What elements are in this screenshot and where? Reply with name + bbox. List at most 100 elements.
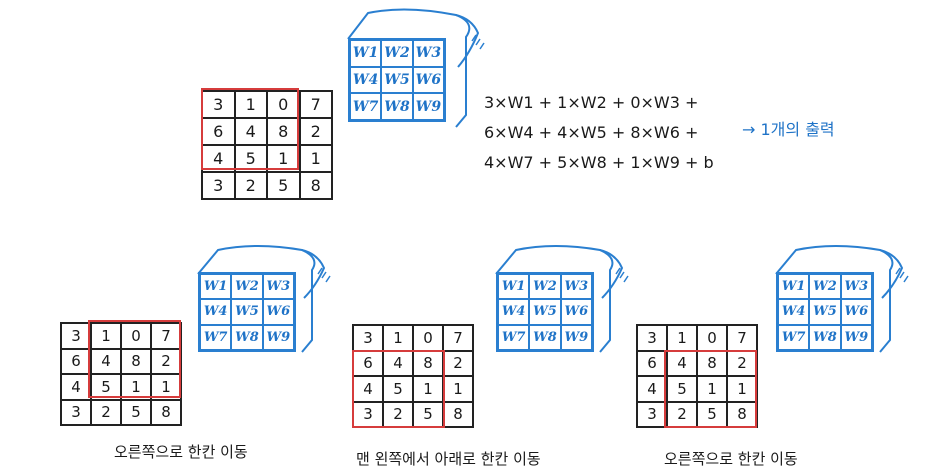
kernel-weight-8: W8 <box>231 324 263 350</box>
matrix-cell-r1c4: 7 <box>151 323 181 349</box>
matrix-cell-r2c4: 2 <box>443 350 473 376</box>
matrix-cell-r1c3: 0 <box>267 91 300 118</box>
matrix-cell-r3c3: 1 <box>413 376 443 402</box>
matrix-cell-r1c1: 3 <box>353 325 383 351</box>
matrix-cell-r1c2: 1 <box>383 325 413 351</box>
kernel-weight-2: W2 <box>381 40 413 67</box>
matrix-cell-r2c2: 4 <box>667 350 697 376</box>
output-note: → 1개의 출력 <box>742 120 835 139</box>
kernel-weight-4: W4 <box>350 66 382 94</box>
kernel-weight-3: W3 <box>560 274 592 300</box>
matrix-cell-r3c4: 1 <box>727 376 757 402</box>
matrix-cell-r1c1: 3 <box>61 323 91 349</box>
kernel-weight-1: W1 <box>350 40 382 67</box>
kernel-weight-3: W3 <box>262 274 294 300</box>
matrix-cell-r2c4: 2 <box>151 348 181 374</box>
kernel-weight-8: W8 <box>809 324 841 350</box>
matrix-cell-r1c1: 3 <box>202 91 235 118</box>
kernel-weight-4: W4 <box>778 299 810 325</box>
kernel-weight-7: W7 <box>200 324 232 350</box>
kernel-weight-4: W4 <box>200 299 232 325</box>
matrix-cell-r4c2: 2 <box>383 401 413 427</box>
matrix-cell-r2c3: 8 <box>413 350 443 376</box>
caption-step-3: 오른쪽으로 한칸 이동 <box>664 450 798 468</box>
kernel-weight-3: W3 <box>412 40 444 67</box>
matrix-cell-r1c4: 7 <box>727 325 757 351</box>
kernel-weight-2: W2 <box>809 274 841 300</box>
matrix-cell-r2c1: 6 <box>202 118 235 145</box>
matrix-cell-r4c3: 5 <box>413 401 443 427</box>
matrix-cell-r1c3: 0 <box>121 323 151 349</box>
matrix-cell-r3c2: 5 <box>383 376 413 402</box>
matrix-cell-r1c4: 7 <box>299 91 332 118</box>
kernel-weight-7: W7 <box>350 93 382 120</box>
kernel-3d-outline-step-3 <box>775 245 909 353</box>
kernel-weight-5: W5 <box>809 299 841 325</box>
matrix-cell-r3c2: 5 <box>667 376 697 402</box>
matrix-cell-r4c3: 5 <box>121 399 151 425</box>
kernel-weight-6: W6 <box>412 66 444 94</box>
matrix-cell-r3c1: 4 <box>353 376 383 402</box>
matrix-cell-r4c4: 8 <box>299 172 332 199</box>
matrix-cell-r4c3: 5 <box>697 401 727 427</box>
matrix-cell-r4c1: 3 <box>61 399 91 425</box>
matrix-cell-r4c2: 2 <box>667 401 697 427</box>
matrix-cell-r3c3: 1 <box>121 374 151 400</box>
formula-line-2: 6×W4 + 4×W5 + 8×W6 + <box>484 123 699 142</box>
kernel-weight-6: W6 <box>560 299 592 325</box>
kernel-weight-6: W6 <box>840 299 872 325</box>
matrix-cell-r4c2: 2 <box>91 399 121 425</box>
kernel-weight-5: W5 <box>381 66 413 94</box>
matrix-cell-r4c1: 3 <box>637 401 667 427</box>
matrix-cell-r3c1: 4 <box>61 374 91 400</box>
kernel-weight-2: W2 <box>529 274 561 300</box>
matrix-cell-r4c1: 3 <box>353 401 383 427</box>
matrix-cell-r4c2: 2 <box>234 172 267 199</box>
matrix-cell-r3c1: 4 <box>637 376 667 402</box>
matrix-cell-r4c3: 5 <box>267 172 300 199</box>
matrix-cell-r3c4: 1 <box>443 376 473 402</box>
matrix-cell-r4c1: 3 <box>202 172 235 199</box>
kernel-weight-8: W8 <box>529 324 561 350</box>
kernel-weight-7: W7 <box>778 324 810 350</box>
matrix-cell-r2c3: 8 <box>697 350 727 376</box>
matrix-cell-r2c1: 6 <box>637 350 667 376</box>
matrix-cell-r3c2: 5 <box>91 374 121 400</box>
matrix-cell-r3c3: 1 <box>697 376 727 402</box>
kernel-weight-2: W2 <box>231 274 263 300</box>
matrix-cell-r2c3: 8 <box>267 118 300 145</box>
matrix-cell-r2c4: 2 <box>727 350 757 376</box>
kernel-weight-5: W5 <box>231 299 263 325</box>
kernel-weight-3: W3 <box>840 274 872 300</box>
matrix-cell-r1c3: 0 <box>697 325 727 351</box>
formula-line-1: 3×W1 + 1×W2 + 0×W3 + <box>484 93 699 112</box>
caption-step-1: 오른쪽으로 한칸 이동 <box>114 443 248 461</box>
matrix-cell-r3c1: 4 <box>202 145 235 172</box>
kernel-weight-9: W9 <box>840 324 872 350</box>
formula-line-3: 4×W7 + 5×W8 + 1×W9 + b <box>484 153 714 172</box>
matrix-cell-r1c2: 1 <box>667 325 697 351</box>
kernel-weight-7: W7 <box>498 324 530 350</box>
matrix-cell-r2c4: 2 <box>299 118 332 145</box>
matrix-cell-r2c3: 8 <box>121 348 151 374</box>
kernel-weight-1: W1 <box>778 274 810 300</box>
matrix-cell-r3c3: 1 <box>267 145 300 172</box>
matrix-cell-r3c2: 5 <box>234 145 267 172</box>
matrix-cell-r4c4: 8 <box>727 401 757 427</box>
kernel-weight-1: W1 <box>498 274 530 300</box>
matrix-cell-r2c2: 4 <box>91 348 121 374</box>
matrix-cell-r1c3: 0 <box>413 325 443 351</box>
caption-step-2: 맨 왼쪽에서 아래로 한칸 이동 <box>356 450 541 468</box>
matrix-cell-r4c4: 8 <box>151 399 181 425</box>
kernel-weight-6: W6 <box>262 299 294 325</box>
matrix-cell-r1c4: 7 <box>443 325 473 351</box>
kernel-weight-9: W9 <box>262 324 294 350</box>
